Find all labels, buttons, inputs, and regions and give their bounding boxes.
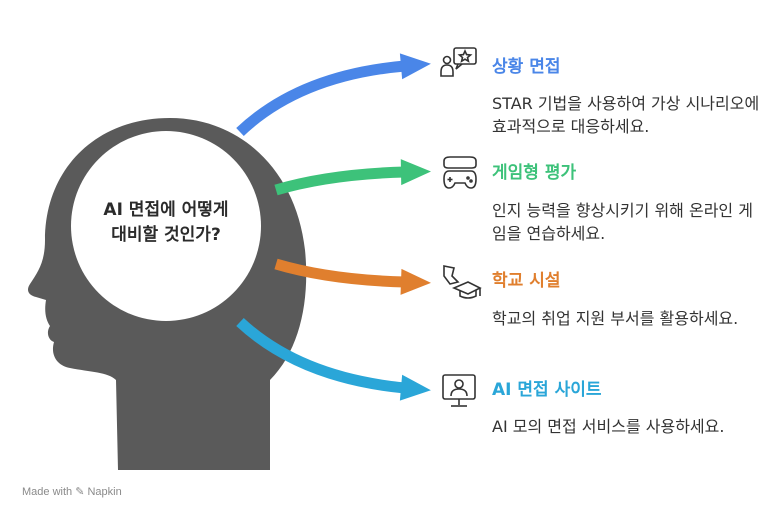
arrow-school-shaft <box>274 258 406 288</box>
arrow-game-head <box>400 159 431 186</box>
item-desc-situational: STAR 기법을 사용하여 가상 시나리오에 효과적으로 대응하세요. <box>492 94 760 136</box>
center-question: AI 면접에 어떻게 대비할 것인가? <box>78 198 254 248</box>
item-title-ai-site: AI 면접 사이트 <box>492 380 602 400</box>
item-desc-school: 학교의 취업 지원 부서를 활용하세요. <box>492 309 739 328</box>
item-title-situational: 상황 면접 <box>492 57 561 77</box>
vr-gamepad-icon <box>443 156 477 189</box>
item-desc-ai-site: AI 모의 면접 서비스를 사용하세요. <box>492 417 725 436</box>
arrow-school-head <box>400 268 431 295</box>
center-line-1: AI 면접에 어떻게 <box>103 200 229 220</box>
item-title-game: 게임형 평가 <box>492 163 577 183</box>
arrow-situational-head <box>399 53 431 80</box>
arrow-situational-shaft <box>236 60 406 136</box>
made-with-napkin-footer: Made with ✎ Napkin <box>22 486 122 498</box>
item-desc-game: 인지 능력을 향상시키기 위해 온라인 게임을 연습하세요. <box>492 201 753 243</box>
center-line-2: 대비할 것인가? <box>111 225 221 245</box>
person-with-star-speech-icon <box>440 47 477 77</box>
graduation-cap-icon <box>443 265 482 299</box>
arrow-ai-site-head <box>399 374 431 401</box>
arrow-game-shaft <box>274 166 406 196</box>
item-title-school: 학교 시설 <box>492 271 561 291</box>
head-circle <box>71 131 261 321</box>
computer-user-icon <box>442 374 476 407</box>
arrow-ai-site-shaft <box>236 317 406 394</box>
